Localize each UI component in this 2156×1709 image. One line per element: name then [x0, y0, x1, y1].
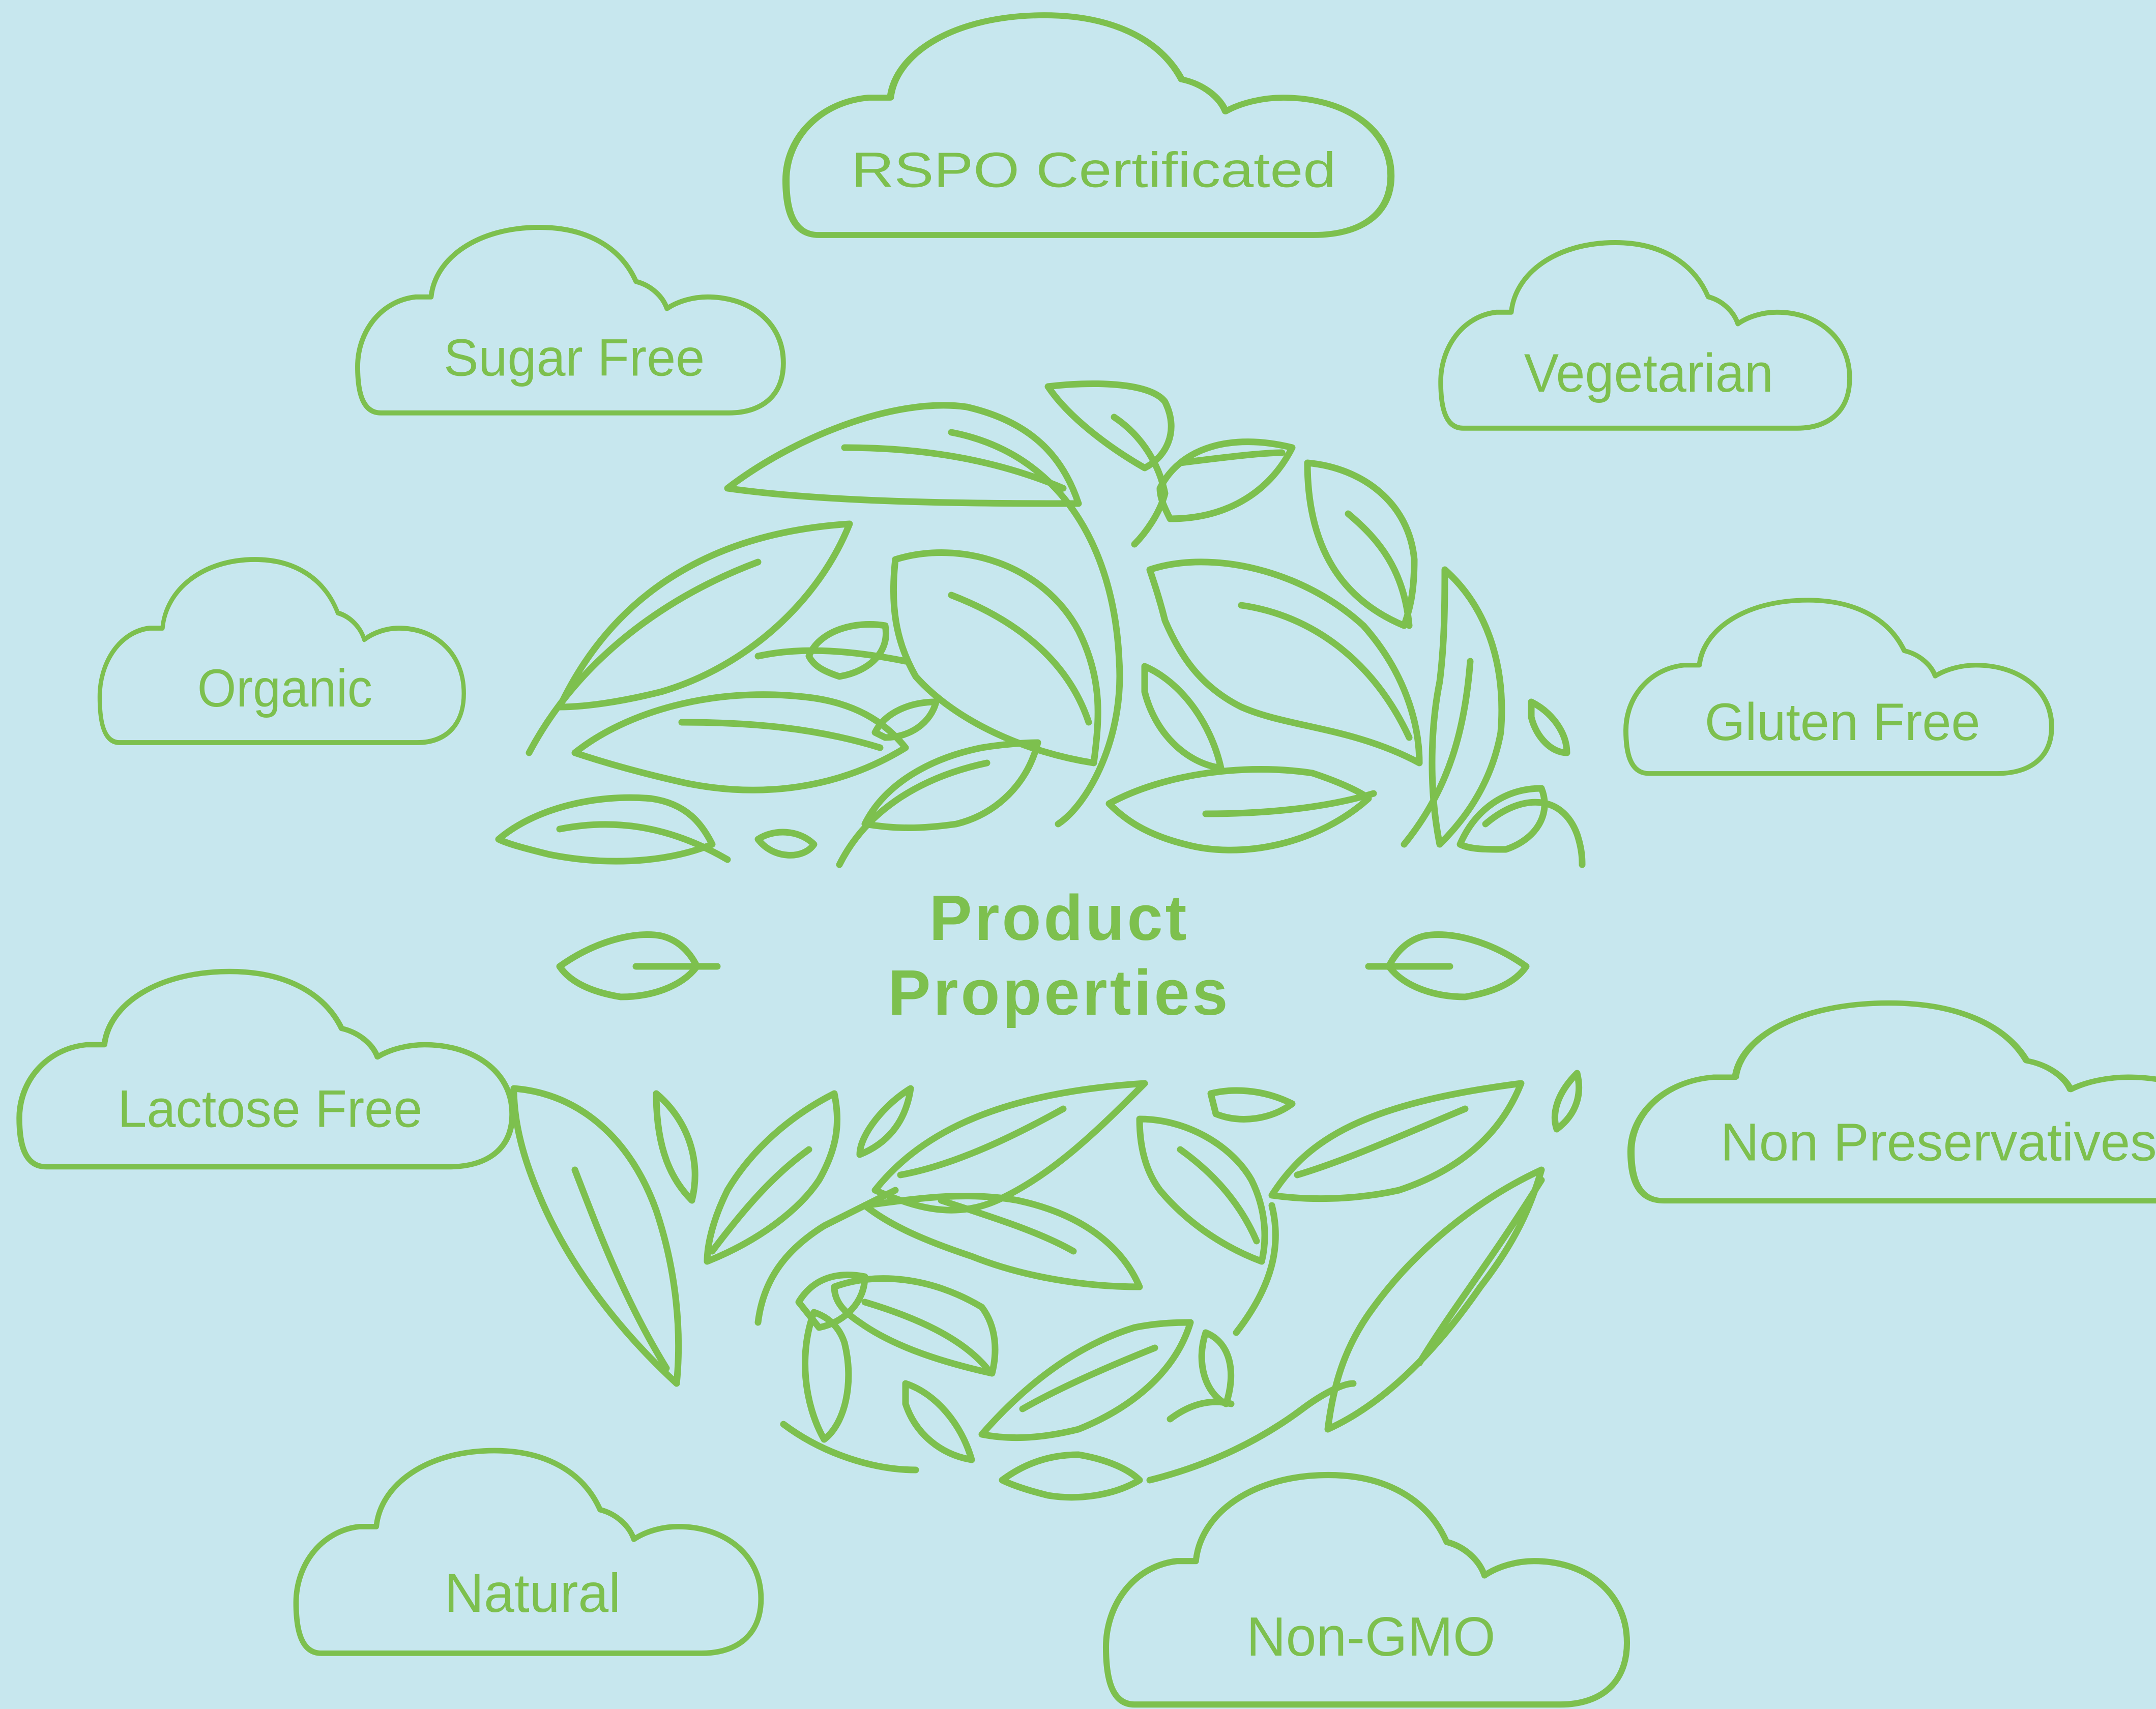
leaf-icon	[1268, 1080, 1525, 1202]
cloud-label: Vegetarian	[1524, 343, 1773, 403]
cloud-natural: Natural	[293, 1448, 764, 1656]
cloud-label: Sugar Free	[444, 329, 705, 387]
cloud-non-gmo: Non-GMO	[1102, 1471, 1630, 1708]
cloud-icon	[1627, 1000, 2156, 1204]
cloud-icon	[97, 557, 466, 745]
leaf-icon	[1156, 438, 1296, 522]
cloud-sugar-free: Sugar Free	[355, 225, 786, 416]
leaf-icon	[556, 520, 853, 711]
leaf-icon	[978, 1319, 1194, 1441]
leaf-icon	[724, 402, 1082, 507]
leaf-icon	[571, 691, 909, 793]
leaf-icon	[754, 829, 818, 859]
leaf-icon	[1136, 1115, 1268, 1265]
center-title: Product Properties	[888, 882, 1230, 1028]
cloud-icon	[355, 225, 786, 416]
leaf-wreath-bottom	[510, 1070, 1583, 1501]
leaf-icon	[1105, 766, 1372, 853]
leaf-icon	[805, 621, 889, 680]
cloud-organic: Organic	[97, 557, 466, 745]
cloud-icon	[782, 12, 1395, 238]
leaf-icon	[704, 1090, 841, 1265]
cloud-label: Lactose Free	[118, 1079, 422, 1138]
leaf-accents	[556, 931, 1530, 1000]
cloud-label: Non Preservatives	[1721, 1112, 2156, 1172]
cloud-label: Gluten Free	[1705, 693, 1980, 752]
leaf-icon	[861, 1192, 1143, 1290]
cloud-label: Natural	[444, 1563, 621, 1624]
cloud-gluten-free: Gluten Free	[1623, 598, 2054, 776]
title-line-1: Product	[929, 882, 1189, 954]
title-line-2: Properties	[888, 957, 1230, 1028]
leaf-icon	[495, 794, 716, 865]
leaf-icon	[1324, 1166, 1545, 1433]
cloud-non-preservatives: Non Preservatives	[1627, 1000, 2156, 1204]
cloud-label: RSPO Certificated	[851, 142, 1336, 198]
cloud-icon	[293, 1448, 764, 1656]
leaf-icon	[1456, 785, 1548, 853]
cloud-icon	[16, 968, 515, 1170]
cloud-icon	[1438, 240, 1852, 431]
leaf-icon	[861, 739, 1041, 831]
leaf-icon	[1044, 380, 1175, 472]
leaf-icon	[1528, 698, 1570, 756]
leaf-icon	[902, 1380, 975, 1463]
leaf-icon	[653, 1090, 698, 1204]
cloud-label: Organic	[197, 658, 372, 718]
cloud-vegetarian: Vegetarian	[1438, 240, 1852, 431]
leaf-icon	[871, 698, 940, 741]
leaf-icon	[1207, 1087, 1296, 1123]
leaf-icon	[831, 1275, 999, 1377]
leaf-icon	[1198, 1329, 1235, 1407]
cloud-lactose-free: Lactose Free	[16, 968, 515, 1170]
leaf-icon	[1141, 663, 1225, 772]
leaf-wreath-top	[495, 380, 1586, 868]
leaf-icon	[890, 549, 1101, 767]
cloud-label: Non-GMO	[1246, 1605, 1496, 1667]
leaf-icon	[1304, 459, 1418, 629]
cloud-icon	[1102, 1471, 1630, 1708]
leaf-icon	[1551, 1070, 1583, 1133]
leaf-icon	[856, 1085, 914, 1158]
leaf-icon	[871, 1080, 1148, 1214]
leaf-icon	[1146, 558, 1423, 767]
leaf-icon	[510, 1085, 682, 1387]
leaf-icon	[1429, 566, 1505, 848]
leaf-icon	[802, 1309, 852, 1443]
cloud-rspo-certificated: RSPO Certificated	[782, 12, 1395, 238]
cloud-icon	[1623, 598, 2054, 776]
leaf-icon	[999, 1451, 1143, 1501]
